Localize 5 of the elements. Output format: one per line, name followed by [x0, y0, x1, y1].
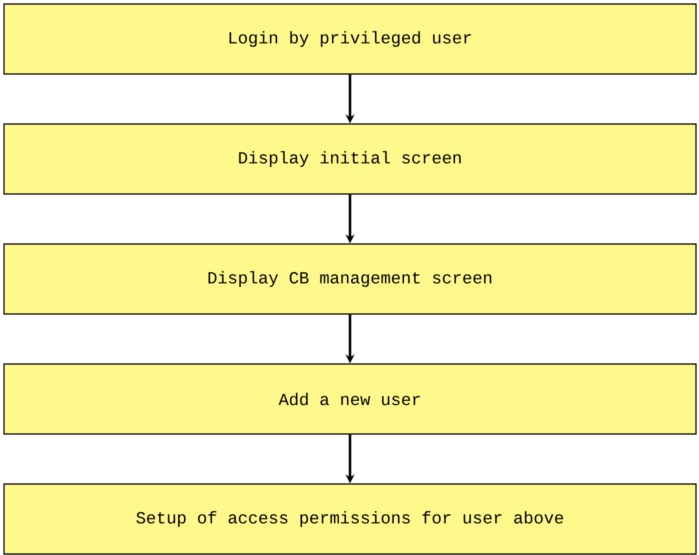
process-box: Add a new user — [3, 363, 697, 435]
process-box: Setup of access permissions for user above — [3, 483, 697, 555]
process-box: Display initial screen — [3, 123, 697, 195]
process-box: Login by privileged user — [3, 3, 697, 75]
process-box: Display CB management screen — [3, 243, 697, 315]
